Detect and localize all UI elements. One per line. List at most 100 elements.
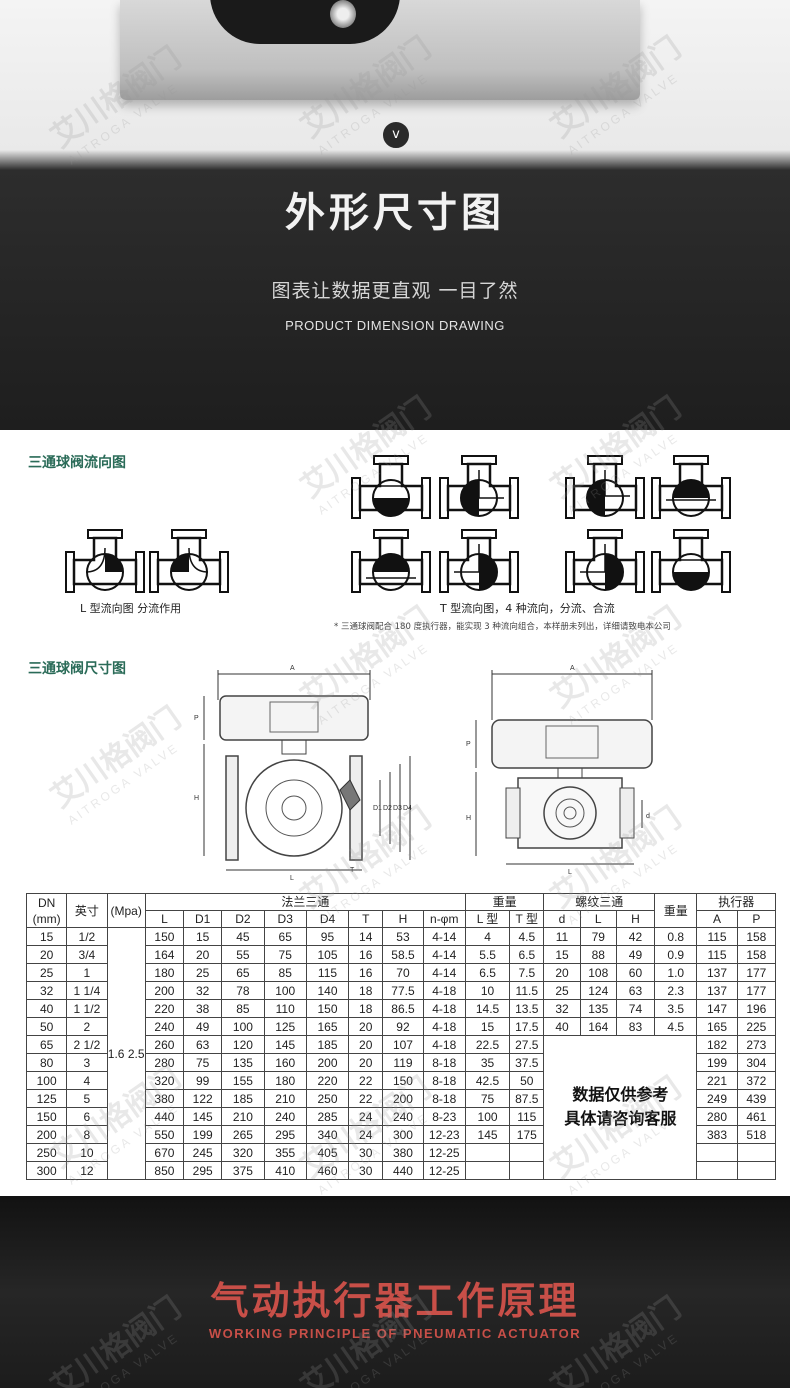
table-cell: 160: [263, 1053, 307, 1072]
table-cell: 85: [263, 963, 307, 982]
actuator-photo: [120, 0, 640, 100]
table-cell: 8-23: [422, 1107, 466, 1126]
table-cell: 439: [736, 1089, 777, 1108]
table-cell: 14.5: [464, 999, 511, 1018]
table-cell: 124: [579, 981, 617, 1000]
table-cell: 2: [66, 1017, 108, 1036]
th-actuator-col: P: [736, 910, 777, 928]
table-cell: 461: [736, 1107, 777, 1126]
table-cell: 25: [25, 963, 68, 982]
table-cell: 122: [183, 1089, 223, 1108]
table-cell: 1/2: [66, 927, 108, 946]
table-cell: 295: [183, 1161, 223, 1180]
table-cell: 2 1/2: [66, 1035, 108, 1054]
table-cell: 7.5: [509, 963, 545, 982]
table-cell: 15: [464, 1017, 511, 1036]
table-cell: 185: [221, 1089, 265, 1108]
table-cell: 100: [464, 1107, 511, 1126]
table-cell: 20: [348, 1053, 384, 1072]
table-cell: 383: [696, 1125, 738, 1144]
table-cell: 120: [221, 1035, 265, 1054]
table-cell: 155: [221, 1071, 265, 1090]
table-cell: 100: [25, 1071, 68, 1090]
table-cell: 37.5: [509, 1053, 545, 1072]
table-cell: 137: [696, 963, 738, 982]
table-cell: 20: [543, 963, 581, 982]
table-cell: 30: [348, 1143, 384, 1162]
table-cell: [509, 1161, 545, 1180]
table-cell: 0.8: [654, 927, 698, 946]
table-cell: 210: [221, 1107, 265, 1126]
table-cell: 4.5: [509, 927, 545, 946]
table-cell: 25: [183, 963, 223, 982]
table-cell: 18: [348, 999, 384, 1018]
table-cell: 49: [615, 945, 656, 964]
table-cell: 0.9: [654, 945, 698, 964]
l-valve-1: [64, 528, 146, 594]
watermark-en: AITROGA VALVE: [65, 739, 182, 828]
table-cell: 125: [25, 1089, 68, 1108]
th-weight-col: L 型: [464, 910, 511, 928]
table-cell: 24: [348, 1107, 384, 1126]
table-cell: 13.5: [509, 999, 545, 1018]
table-cell: 20: [348, 1035, 384, 1054]
table-cell: 4.5: [654, 1017, 698, 1036]
table-cell: 108: [579, 963, 617, 982]
table-cell: 850: [144, 1161, 185, 1180]
table-cell: [736, 1143, 777, 1162]
table-cell: 137: [696, 981, 738, 1000]
table-cell: 6.5: [464, 963, 511, 982]
table-cell: 304: [736, 1053, 777, 1072]
table-cell: 77.5: [382, 981, 424, 1000]
table-cell: 17.5: [509, 1017, 545, 1036]
table-cell: 221: [696, 1071, 738, 1090]
table-cell: 74: [615, 999, 656, 1018]
table-cell: 4-18: [422, 1017, 466, 1036]
table-cell: 220: [144, 999, 185, 1018]
table-cell: 115: [696, 927, 738, 946]
table-cell: 10: [66, 1143, 108, 1162]
table-cell: 49: [183, 1017, 223, 1036]
table-cell: 95: [305, 927, 350, 946]
table-cell: 16: [348, 963, 384, 982]
table-cell: 32: [543, 999, 581, 1018]
pressure-cell: 1.6 2.5: [106, 927, 146, 1180]
table-cell: 30: [348, 1161, 384, 1180]
t-type-caption: T 型流向图，4 种流向，分流、合流: [440, 602, 615, 615]
table-cell: 42: [615, 927, 656, 946]
table-cell: 115: [509, 1107, 545, 1126]
table-cell: 240: [263, 1107, 307, 1126]
table-cell: 11: [543, 927, 581, 946]
flow-note: * 三通球阀配合 180 度执行器，能实现 3 种流向组合，本样册未列出，详细请…: [334, 622, 671, 632]
table-cell: 12-25: [422, 1161, 466, 1180]
th-dn: DN(mm): [25, 893, 68, 928]
table-cell: 15: [543, 945, 581, 964]
table-cell: 140: [305, 981, 350, 1000]
table-cell: 1 1/2: [66, 999, 108, 1018]
table-cell: 4: [66, 1071, 108, 1090]
dim-label-a: A: [290, 665, 295, 672]
table-cell: 185: [305, 1035, 350, 1054]
table-cell: 35: [464, 1053, 511, 1072]
table-cell: 50: [25, 1017, 68, 1036]
table-cell: 75: [464, 1089, 511, 1108]
table-cell: 372: [736, 1071, 777, 1090]
table-cell: 86.5: [382, 999, 424, 1018]
table-cell: 78: [221, 981, 265, 1000]
table-cell: 200: [382, 1089, 424, 1108]
watermark-cn: 艾川格阀门: [44, 700, 188, 816]
table-cell: 50: [509, 1071, 545, 1090]
table-cell: 15: [25, 927, 68, 946]
table-cell: 200: [144, 981, 185, 1000]
table-cell: 20: [25, 945, 68, 964]
table-cell: 260: [144, 1035, 185, 1054]
table-cell: 79: [579, 927, 617, 946]
table-cell: 210: [263, 1089, 307, 1108]
table-cell: 3.5: [654, 999, 698, 1018]
table-cell: 55: [221, 945, 265, 964]
table-cell: 75: [183, 1053, 223, 1072]
